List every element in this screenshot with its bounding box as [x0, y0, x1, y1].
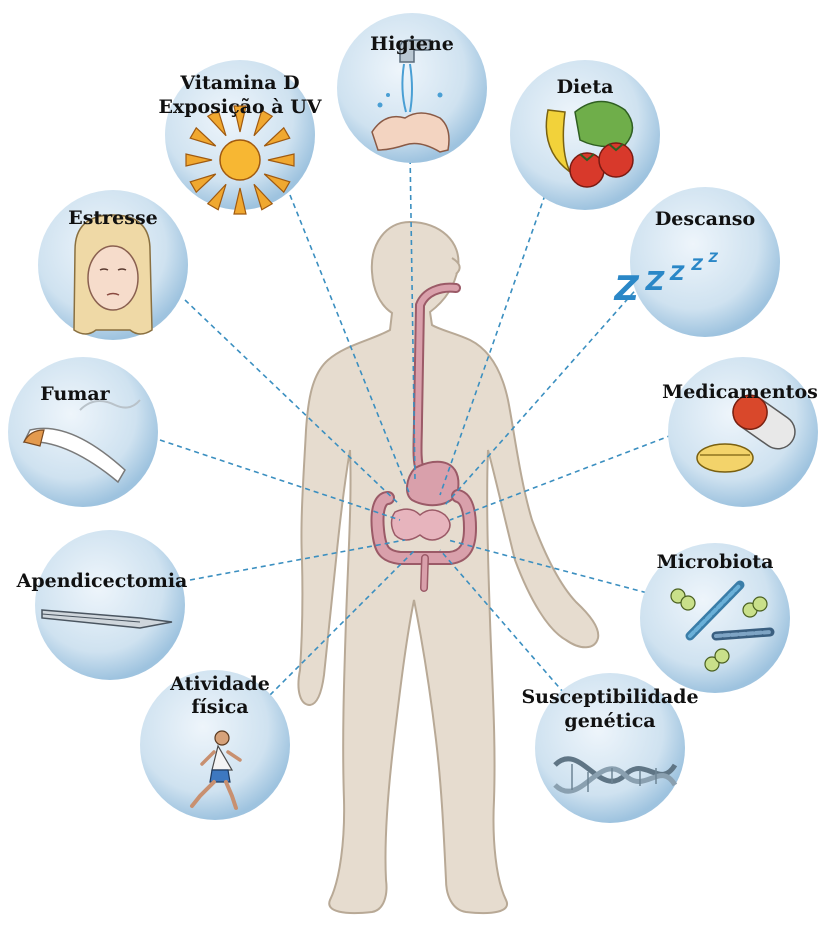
label-higiene: Higiene — [354, 33, 470, 56]
label-vitamina-d-line1: Vitamina D — [160, 72, 320, 95]
human-body-figure — [298, 222, 598, 913]
label-atividade-line1: Atividade — [160, 673, 280, 696]
label-estresse: Estresse — [50, 207, 176, 230]
label-fumar: Fumar — [20, 383, 130, 406]
label-medicamentos: Medicamentos — [655, 381, 825, 404]
label-microbiota: Microbiota — [645, 551, 785, 574]
label-vitamina-d-line2: Exposição à UV — [140, 96, 340, 119]
label-genetica-line1: Susceptibilidade — [510, 686, 710, 709]
label-atividade-line2: física — [160, 696, 280, 719]
label-dieta: Dieta — [530, 76, 640, 99]
label-genetica-line2: genética — [510, 710, 710, 733]
stressed-woman-icon — [74, 215, 152, 334]
svg-text:Z: Z — [611, 269, 643, 309]
circle-apendicectomia — [35, 530, 185, 680]
label-descanso: Descanso — [640, 208, 770, 231]
label-apendicectomia: Apendicectomia — [12, 570, 192, 593]
